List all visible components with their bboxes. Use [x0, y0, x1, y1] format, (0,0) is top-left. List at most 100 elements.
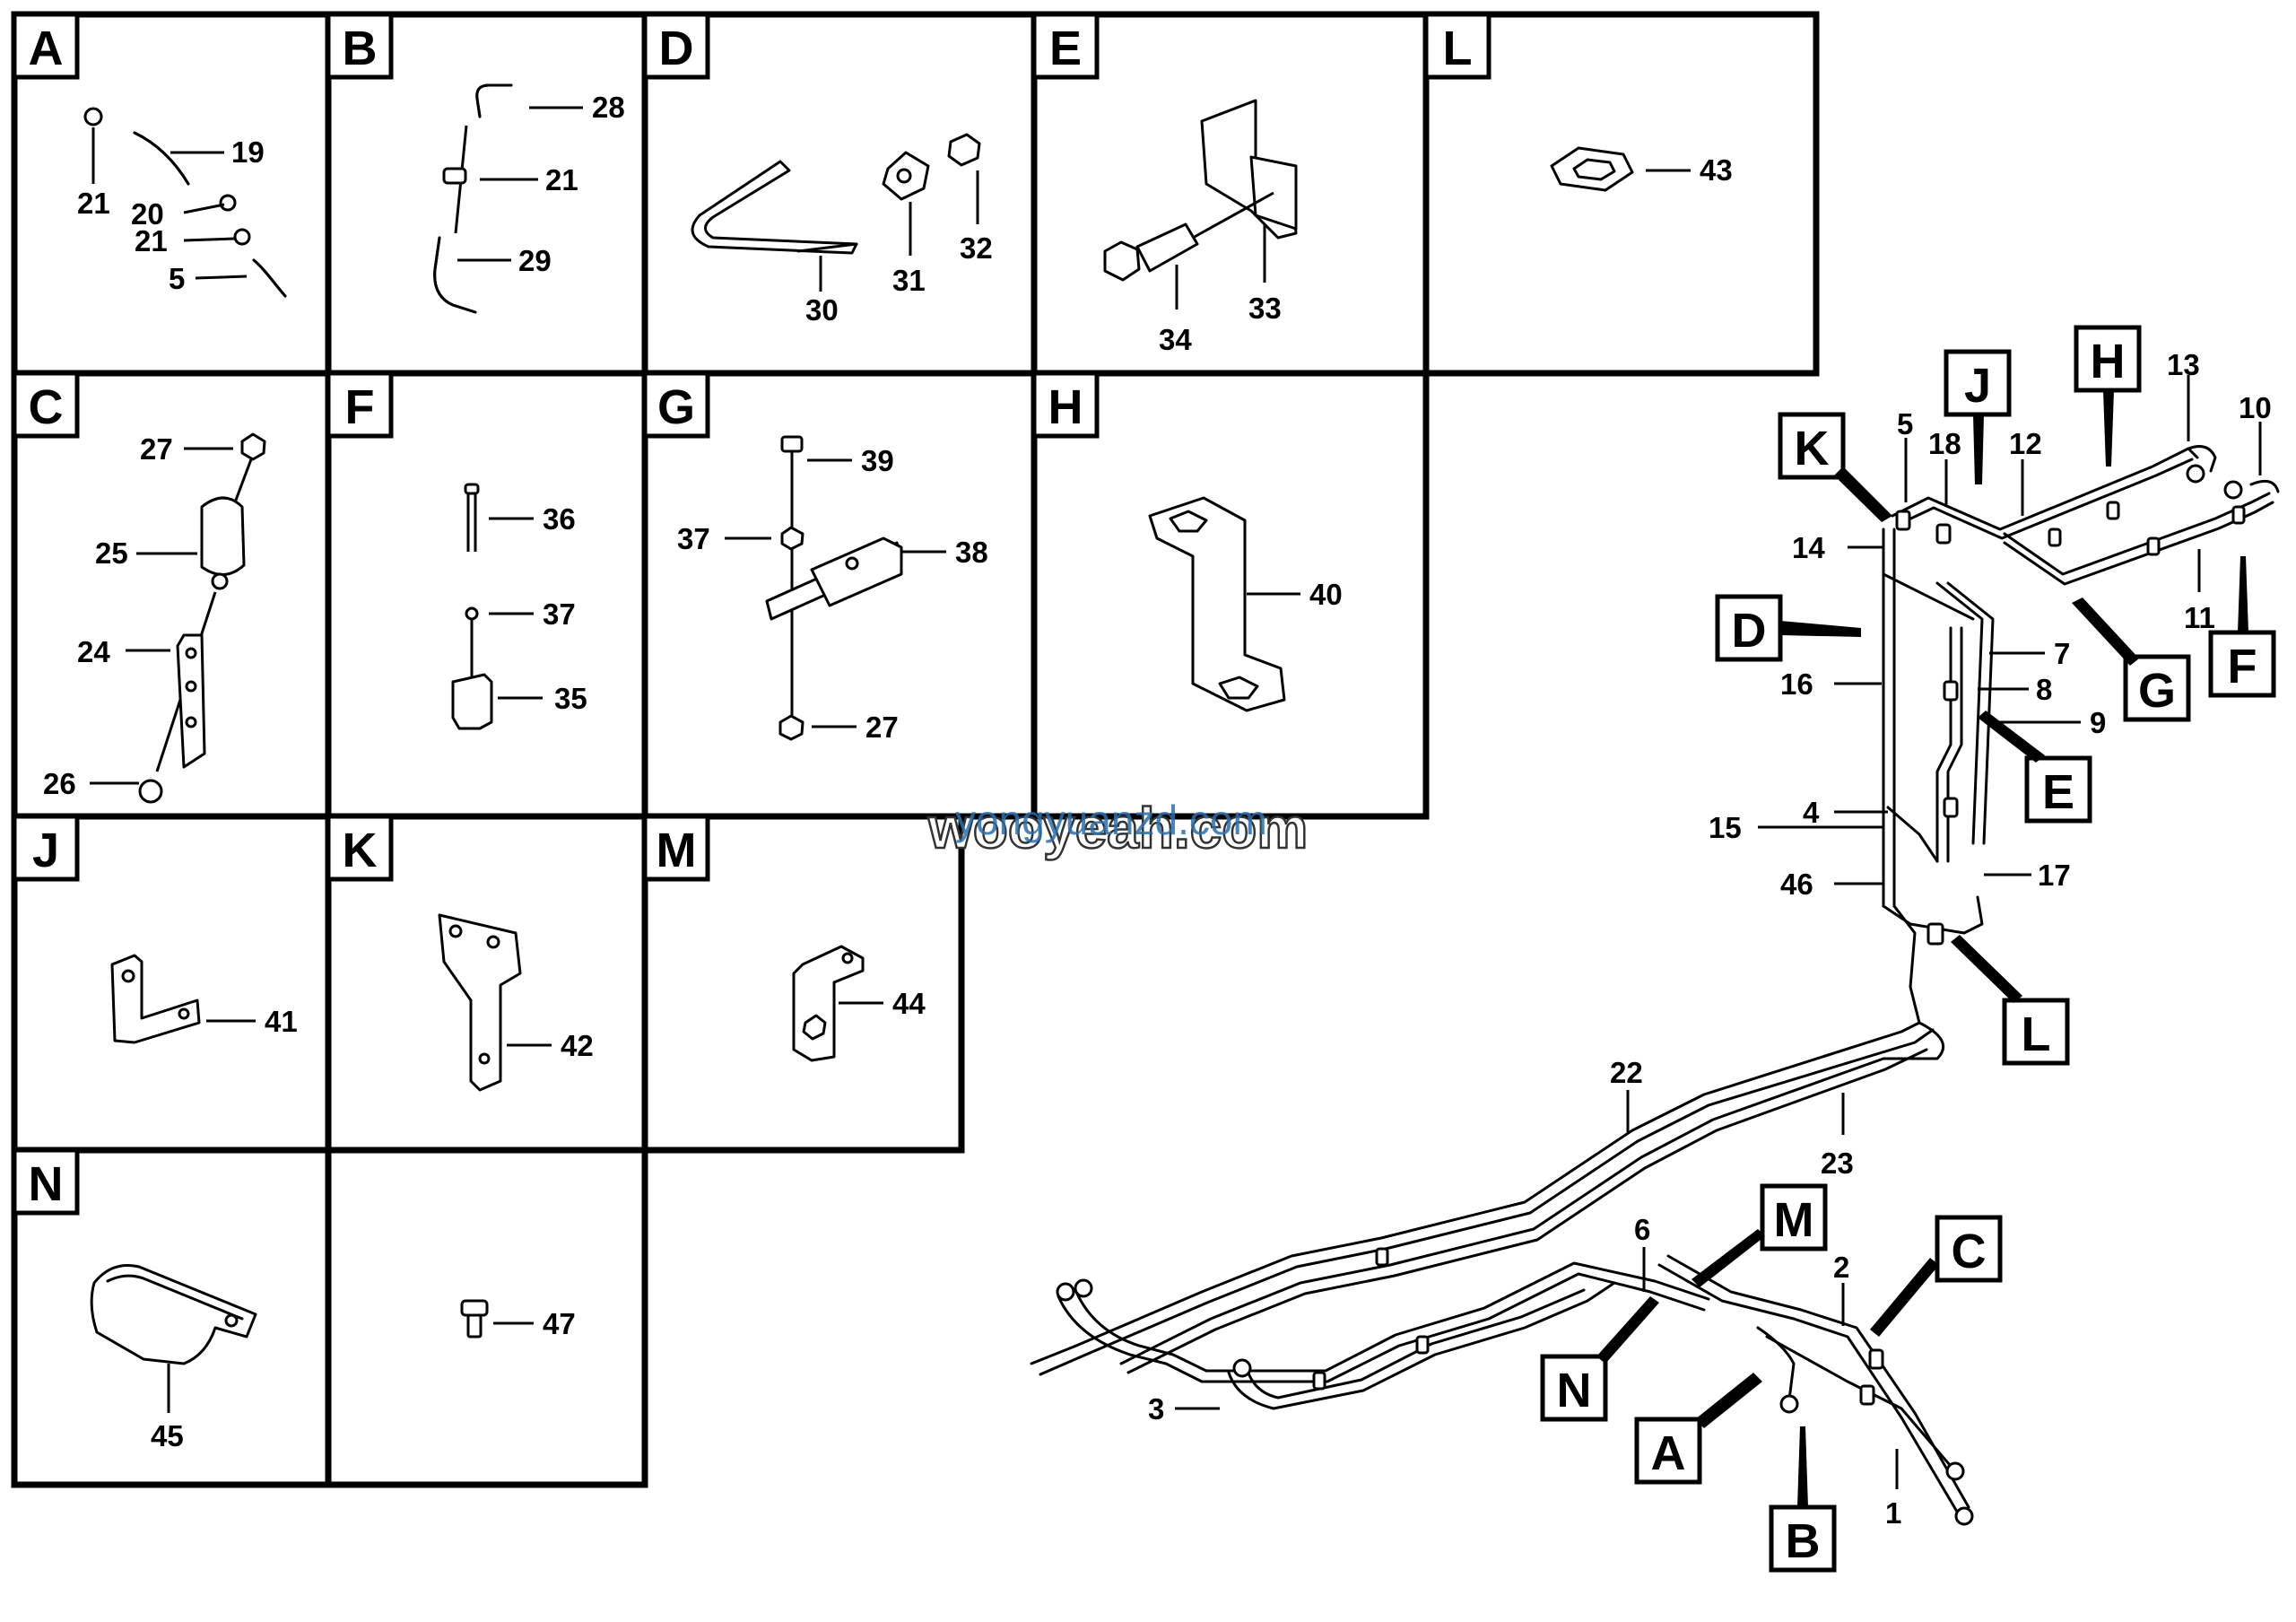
callout-a-46: 46 [1780, 868, 1813, 901]
callout-a-14: 14 [1792, 531, 1825, 564]
panel-C-drawing: 27 25 24 26 [43, 432, 266, 804]
tag-A: A [1651, 1426, 1686, 1480]
tag-D: D [1732, 604, 1767, 658]
callout-a-6: 6 [1634, 1213, 1650, 1246]
callout-26: 26 [43, 767, 76, 800]
tag-J: J [1964, 359, 1991, 413]
panel-tag-G: G [642, 371, 710, 439]
panel-tag-F: F [326, 371, 394, 439]
callout-40: 40 [1309, 578, 1343, 611]
callout-38: 38 [955, 536, 988, 569]
detail-grid [11, 11, 1820, 1488]
panel-tag-E: E [1031, 12, 1100, 80]
callout-41: 41 [265, 1005, 298, 1038]
callout-a-23: 23 [1821, 1147, 1854, 1180]
svg-text:C: C [29, 380, 64, 434]
watermark-outline: wooyeah.com [927, 796, 1308, 860]
tag-B: B [1786, 1514, 1821, 1568]
panel-F [325, 370, 648, 820]
panel-tag-A: A [12, 12, 80, 80]
svg-text:K: K [343, 824, 378, 877]
callout-29: 29 [518, 244, 552, 277]
callout-a-3: 3 [1148, 1392, 1164, 1426]
panel-tag-H: H [1031, 371, 1100, 439]
watermark-overlay: yongyuanzd.com [955, 797, 1267, 843]
callout-a-12: 12 [2009, 427, 2042, 460]
callout-a-17: 17 [2038, 859, 2071, 892]
callout-a-1: 1 [1885, 1496, 1901, 1530]
callout-32: 32 [960, 231, 993, 265]
panel-A-drawing: 19 21 20 21 5 [77, 107, 287, 298]
tag-K: K [1795, 422, 1830, 475]
panel-K-drawing: 42 [438, 913, 594, 1092]
panel-M-drawing: 44 [792, 945, 926, 1062]
callout-a-18: 18 [1928, 427, 1961, 460]
panel-tag-L: L [1423, 12, 1492, 80]
panel-E-drawing: 34 33 [1103, 99, 1298, 356]
callout-47: 47 [543, 1307, 576, 1340]
svg-text:A: A [29, 22, 64, 75]
callout-27: 27 [140, 432, 173, 466]
svg-text:G: G [657, 380, 695, 434]
assembly-tags: K J H D G F E L M C [1540, 325, 2276, 1573]
callout-a-9: 9 [2090, 706, 2106, 739]
panel-tag-N: N [12, 1147, 80, 1216]
callout-a-8: 8 [2036, 673, 2052, 706]
panel-G-drawing: 39 37 38 27 [677, 435, 988, 744]
tag-G: G [2138, 664, 2176, 718]
panel-tag-D: D [642, 12, 710, 80]
panel-N-drawing: 45 [90, 1264, 257, 1452]
callout-37: 37 [543, 597, 576, 631]
svg-text:L: L [1443, 22, 1473, 75]
callout-25: 25 [95, 536, 128, 570]
panel-B-drawing: 28 21 29 [433, 83, 625, 314]
callout-27b: 27 [865, 711, 899, 744]
panel-H-drawing: 40 [1148, 496, 1343, 712]
callout-33: 33 [1248, 292, 1282, 325]
callout-21: 21 [77, 187, 110, 220]
callout-a-13: 13 [2167, 348, 2200, 381]
tag-M: M [1774, 1193, 1814, 1247]
watermark: wooyeah.com yongyuanzd.com [926, 795, 1309, 862]
panel-tags: A B D E L C F G H J K M N [12, 12, 1492, 1216]
callout-39: 39 [861, 444, 894, 477]
callout-21c: 21 [545, 163, 578, 196]
tag-E: E [2042, 765, 2074, 819]
tag-L: L [2022, 1007, 2051, 1061]
panel-D-drawing: 30 31 32 [691, 133, 993, 327]
panel-tag-C: C [12, 371, 80, 439]
callout-20: 20 [131, 197, 164, 231]
panel-tag-B: B [326, 12, 394, 80]
panel-tag-M: M [642, 814, 710, 882]
assembly-callouts: 5 18 12 13 10 14 11 7 16 8 9 4 15 17 46 … [1148, 348, 2272, 1530]
tag-N: N [1557, 1364, 1592, 1417]
callout-a-7: 7 [2054, 637, 2070, 670]
callout-a-4: 4 [1803, 796, 1820, 829]
panel-47-drawing: 47 [460, 1299, 576, 1340]
callout-45: 45 [151, 1419, 184, 1452]
tag-H: H [2091, 335, 2126, 388]
callout-30: 30 [805, 293, 839, 327]
callout-a-5: 5 [1897, 407, 1913, 440]
panel-47 [325, 1147, 648, 1488]
callout-a-11: 11 [2184, 601, 2215, 634]
panel-tag-J: J [12, 814, 80, 882]
callout-a-16: 16 [1780, 667, 1813, 701]
svg-text:H: H [1048, 380, 1083, 434]
panel-tag-K: K [326, 814, 394, 882]
callout-43: 43 [1700, 153, 1733, 187]
callout-34: 34 [1159, 323, 1192, 356]
callout-19: 19 [231, 135, 265, 169]
tag-F: F [2228, 640, 2257, 693]
callout-a-10: 10 [2239, 391, 2272, 424]
callout-a-2: 2 [1833, 1251, 1849, 1284]
panel-H [1031, 370, 1430, 820]
callout-31: 31 [892, 264, 926, 297]
callout-37b: 37 [677, 522, 710, 555]
svg-text:B: B [343, 22, 378, 75]
callout-5: 5 [169, 262, 185, 295]
svg-text:J: J [32, 824, 59, 877]
panel-F-drawing: 36 37 35 [451, 483, 587, 730]
tag-C: C [1952, 1225, 1987, 1278]
